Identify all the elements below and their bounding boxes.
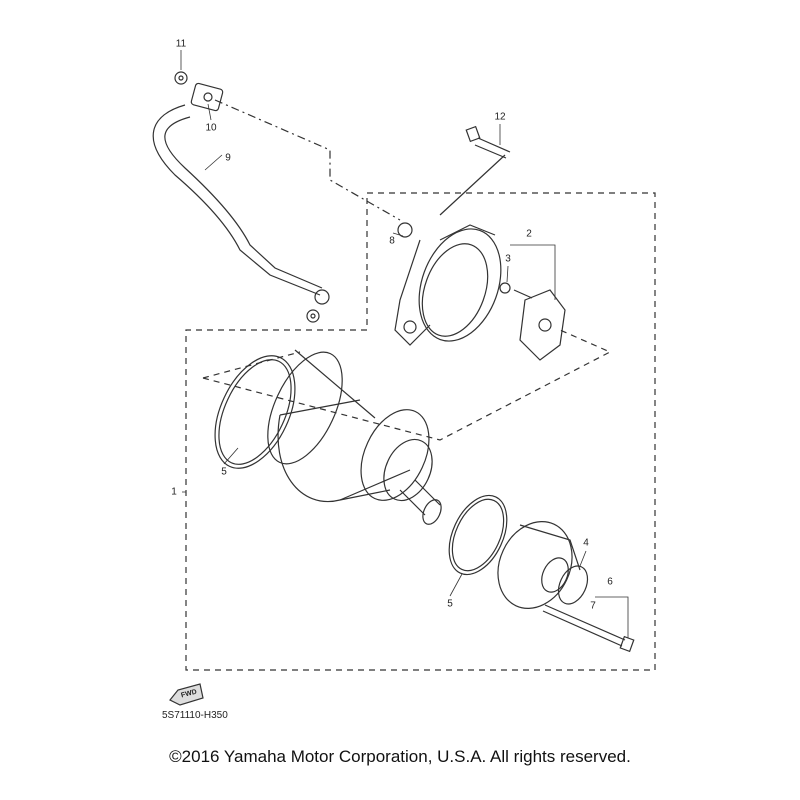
guide-line [439, 154, 506, 216]
part-label-12: 12 [494, 111, 506, 123]
copyright-notice: ©2016 Yamaha Motor Corporation, U.S.A. A… [169, 747, 631, 766]
part-label-11: 11 [175, 38, 187, 50]
part-label-8: 8 [389, 235, 395, 247]
nut-8 [397, 222, 413, 238]
front-cover [497, 521, 581, 609]
guide-line [202, 329, 612, 441]
part-label-1: 1 [171, 486, 177, 498]
through-bolt [542, 604, 635, 653]
o-ring-4 [557, 565, 589, 605]
motor-body [267, 349, 442, 525]
starter-cable [152, 71, 330, 323]
part-label-3: 3 [505, 253, 511, 265]
part-label-2: 2 [526, 228, 532, 240]
rear-cover [394, 224, 502, 346]
washer-3 [499, 282, 511, 294]
diagram-code: 5S71110-H350 [162, 710, 228, 721]
leader-lines [180, 50, 629, 638]
part-label-5-top: 5 [221, 466, 227, 478]
o-ring-5-bottom [448, 494, 508, 576]
guide-line [214, 99, 401, 221]
o-ring-5-top [214, 355, 296, 469]
bolt-12 [465, 125, 511, 159]
part-label-10: 10 [205, 122, 217, 134]
part-label-6: 6 [607, 576, 613, 588]
assembly-boundary [185, 192, 656, 671]
part-label-4: 4 [583, 537, 589, 549]
part-label-9: 9 [225, 152, 231, 164]
fwd-arrow-icon [169, 683, 204, 706]
brush-holder [513, 289, 566, 361]
guide-line [202, 351, 301, 379]
part-label-5-bottom: 5 [447, 598, 453, 610]
part-label-7: 7 [590, 600, 596, 612]
